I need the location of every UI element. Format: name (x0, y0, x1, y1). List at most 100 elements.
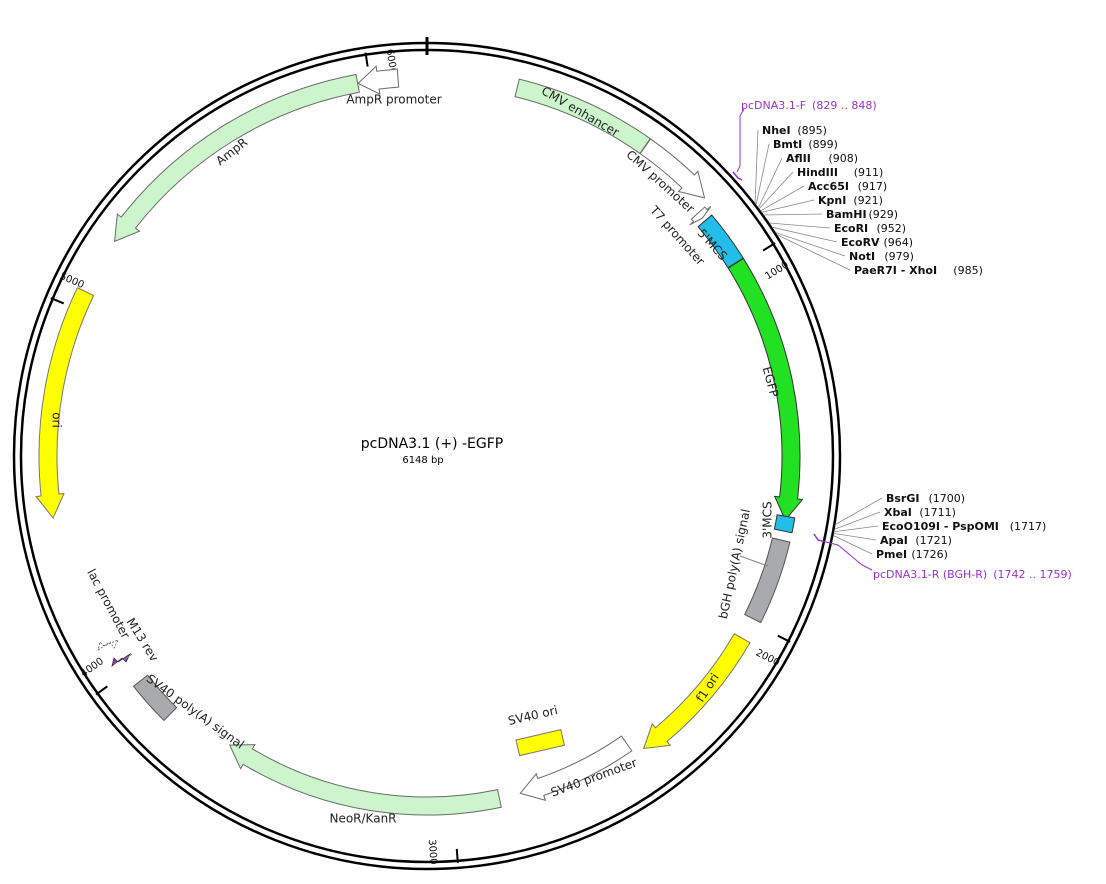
feature-label-ori: ori (50, 412, 64, 428)
feature-ori (35, 287, 95, 520)
plasmid-size: 6148 bp (402, 455, 443, 466)
primer-f-marker (732, 171, 743, 181)
feature-bgh-polya (743, 537, 791, 624)
site-name: BsrGI (886, 492, 919, 505)
site-name: XbaI (884, 506, 912, 519)
feature-label-ampr-promoter: AmpR promoter (346, 93, 441, 107)
m13-leader (123, 653, 133, 661)
tick-mark (777, 634, 791, 643)
site-leader-line (834, 511, 881, 530)
site-leader-line (758, 171, 794, 210)
site-leader-line (771, 226, 838, 243)
feature-egfp (727, 257, 804, 521)
site-leader-line (761, 199, 815, 213)
feature-label-neor: NeoR/KanR (329, 812, 396, 826)
tick-mark (455, 848, 459, 863)
primer-r-name: pcDNA3.1-R (BGH-R) (873, 568, 987, 581)
feature-cmv-promoter (639, 138, 706, 199)
primer-f-leader (736, 108, 745, 173)
site-position: (964) (884, 236, 914, 249)
site-position: (1726) (911, 548, 948, 561)
feature-label-sv40-ori: SV40 ori (507, 703, 559, 728)
primer-annotations: pcDNA3.1-F (829 .. 848) pcDNA3.1-R (BGH-R)… (732, 99, 1072, 581)
feature-neor (228, 744, 502, 816)
site-position: (911) (854, 166, 884, 179)
site-name: PmeI (876, 548, 907, 561)
primer-f-label: pcDNA3.1-F (829 .. 848) (741, 99, 877, 112)
site-position: (1717) (1010, 520, 1047, 533)
site-name: AflII (786, 152, 811, 165)
site-leader-line (833, 525, 879, 533)
tick-mark (364, 52, 369, 67)
feature-sv40-ori (515, 729, 566, 757)
feature-m13-rev (111, 652, 132, 668)
site-position: (985) (953, 264, 983, 277)
site-name: EcoRV (841, 236, 880, 249)
tick-label: 5000 (58, 271, 86, 291)
site-name: PaeR7I - XhoI (854, 264, 937, 277)
site-leader-line (833, 532, 877, 541)
site-position: (979) (884, 250, 914, 263)
site-position: (1700) (929, 492, 966, 505)
tick-label: 2000 (754, 647, 782, 668)
site-position: (1711) (919, 506, 956, 519)
tick-label: 3000 (426, 839, 439, 865)
site-leader-line (763, 213, 823, 216)
site-position: (952) (877, 222, 907, 235)
site-leader-line (776, 234, 851, 271)
bgh-leader-line (739, 555, 769, 567)
site-leader-line (755, 143, 770, 205)
plasmid-name: pcDNA3.1 (+) -EGFP (361, 436, 503, 452)
tick-label: 4000 (79, 656, 106, 680)
tick-label: 6000 (384, 48, 399, 75)
site-leader-line (758, 157, 783, 208)
site-position: (895) (797, 124, 827, 137)
site-leader-line (833, 535, 873, 555)
feature-3mcs (773, 514, 796, 534)
feature-label-lac-promoter: lac promoter (84, 567, 132, 641)
tick-label: 1000 (763, 260, 790, 283)
site-position: (917) (858, 180, 888, 193)
site-position: (1721) (915, 534, 952, 547)
feature-label-m13-rev: M13 rev (124, 615, 162, 664)
site-name: NotI (849, 250, 875, 263)
feature-f1-ori (642, 633, 751, 750)
primer-r-range: (1742 .. 1759) (993, 568, 1072, 581)
feature-ampr (114, 73, 360, 243)
feature-label-bgh-polya: bGH poly(A) signal (716, 508, 753, 620)
feature-sv40-polya (132, 674, 178, 722)
site-name: Acc65I (808, 180, 849, 193)
site-position: (899) (808, 138, 838, 151)
site-leader-line (754, 129, 759, 204)
site-leader-line (769, 222, 831, 229)
site-name: ApaI (880, 534, 908, 547)
center-label: pcDNA3.1 (+) -EGFP 6148 bp (361, 436, 503, 466)
site-name: HindIII (797, 166, 838, 179)
site-name: EcoO109I - PspOMI (882, 520, 999, 533)
site-position: (908) (829, 152, 859, 165)
tick-mark (95, 685, 108, 696)
tick-mark (762, 242, 776, 252)
primer-r-label: pcDNA3.1-R (BGH-R) (1742 .. 1759) (873, 568, 1072, 581)
primer-f-range: (829 .. 848) (812, 99, 877, 112)
primer-f-name: pcDNA3.1-F (741, 99, 806, 112)
site-name: BmtI (773, 138, 802, 151)
site-position: (921) (853, 194, 883, 207)
site-name: NheI (762, 124, 791, 137)
restriction-sites: NheI (895)BmtI (899)AflII (908)HindIII (911)… (754, 124, 1047, 561)
site-leader-line (775, 232, 846, 257)
site-position: (929) (869, 208, 899, 221)
feature-t7-promoter (689, 205, 712, 226)
site-leader-line (760, 185, 805, 212)
tick-mark (50, 297, 65, 305)
feature-label-3mcs: 3'MCS (761, 501, 775, 538)
feature-sv40-promoter (519, 735, 633, 801)
site-name: KpnI (818, 194, 846, 207)
site-name: EcoRI (834, 222, 868, 235)
site-leader-line (835, 497, 883, 525)
primer-r-leader (821, 540, 873, 571)
site-name: BamHI (826, 208, 867, 221)
feature-ampr-promoter (357, 65, 400, 95)
primer-r-marker (813, 533, 823, 542)
